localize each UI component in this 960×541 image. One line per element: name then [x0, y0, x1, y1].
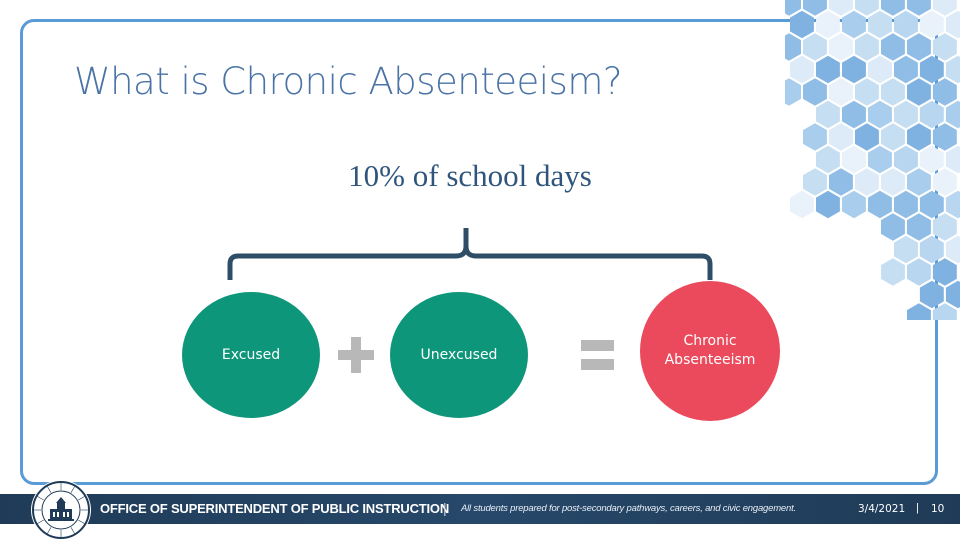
hexagon-tile	[881, 123, 905, 151]
hexagon-tile	[907, 33, 931, 61]
hexagon-tile	[894, 145, 918, 174]
hexagon-tile	[868, 55, 892, 84]
hexagon-tile	[907, 0, 931, 16]
hexagon-tile	[855, 168, 879, 196]
hexagon-tile	[855, 33, 879, 61]
hexagon-tile	[842, 190, 866, 219]
slide-title: What is Chronic Absenteeism?	[74, 60, 623, 103]
hexagon-tile	[932, 168, 957, 196]
unexcused-label: Unexcused	[420, 346, 498, 363]
chronic-absenteeism-label: Chronic Absenteeism	[664, 333, 756, 368]
hexagon-tile	[790, 190, 814, 219]
hexagon-tile	[894, 100, 918, 129]
hexagon-tile	[855, 123, 879, 151]
hexagon-tile	[868, 100, 892, 129]
hexagon-tile	[829, 33, 853, 61]
hexagon-tile	[855, 0, 879, 16]
hexagon-tile	[816, 100, 840, 129]
hexagon-tile	[881, 213, 905, 241]
hexagon-tile	[945, 100, 960, 129]
hexagon-tile	[785, 78, 801, 106]
hexagon-tile	[829, 123, 853, 151]
hexagon-tile	[907, 168, 931, 196]
hexagon-tile	[868, 145, 892, 174]
hexagon-tile	[790, 55, 814, 84]
hexagon-tile	[816, 145, 840, 174]
hexagon-tile	[842, 100, 866, 129]
hexagon-tile	[816, 55, 840, 84]
hexagon-tile	[829, 78, 853, 106]
hexagon-tile	[932, 0, 957, 16]
hexagon-tile	[868, 190, 892, 219]
slide-page-number: 10	[931, 503, 945, 515]
hexagon-tile	[829, 0, 853, 16]
slide-subtitle: 10% of school days	[348, 158, 592, 193]
hexagon-tile	[945, 280, 960, 309]
hexagon-tile	[907, 78, 931, 106]
hexagon-tile	[785, 33, 801, 61]
chronic-absenteeism-circle: Chronic Absenteeism	[640, 281, 780, 421]
footer-tagline: All students prepared for post-secondary…	[461, 503, 796, 514]
hexagon-tile	[932, 123, 957, 151]
hexagon-tile	[842, 145, 866, 174]
footer-separator: |	[443, 500, 447, 516]
hexagon-tile	[907, 213, 931, 241]
hexagon-tile	[894, 55, 918, 84]
hexagon-tile	[894, 10, 918, 39]
hexagon-tile	[816, 10, 840, 39]
slide-date: 3/4/2021	[858, 503, 906, 515]
excused-label: Excused	[221, 346, 281, 363]
hexagon-tile	[932, 33, 957, 61]
footer-organization-name: OFFICE OF SUPERINTENDENT OF PUBLIC INSTR…	[100, 501, 450, 516]
hexagon-tile	[816, 190, 840, 219]
hexagon-tile	[919, 145, 944, 174]
ospi-seal-icon	[31, 480, 91, 540]
hexagon-tile	[842, 55, 866, 84]
hexagon-tile	[881, 168, 905, 196]
plus-icon	[338, 337, 374, 373]
unexcused-circle: Unexcused	[390, 292, 528, 418]
hexagon-tile	[945, 235, 960, 264]
hexagon-tile	[894, 190, 918, 219]
hexagon-tile	[881, 258, 905, 286]
hexagon-tile	[945, 10, 960, 39]
hexagon-tile	[803, 33, 827, 61]
hexagon-tile	[919, 100, 944, 129]
footer-date-separator: |	[916, 502, 919, 514]
hexagon-tile	[945, 145, 960, 174]
hexagon-tile	[855, 78, 879, 106]
hexagon-tile	[932, 258, 957, 286]
hexagon-tile	[919, 10, 944, 39]
hexagon-tile	[907, 258, 931, 286]
hexagon-tile	[932, 303, 957, 320]
hexagon-tile	[894, 235, 918, 264]
hexagon-tile	[932, 78, 957, 106]
hexagon-tile	[881, 0, 905, 16]
hexagon-tile	[907, 303, 931, 320]
hexagon-tile	[932, 213, 957, 241]
hexagon-tile	[868, 10, 892, 39]
hexagon-tile	[790, 10, 814, 39]
hexagon-tile	[919, 55, 944, 84]
hexagon-tile	[945, 55, 960, 84]
hexagon-tile	[907, 123, 931, 151]
excused-circle: Excused	[182, 292, 320, 418]
hexagon-tile	[842, 10, 866, 39]
hexagon-tile	[881, 33, 905, 61]
hexagon-tile	[919, 235, 944, 264]
hexagon-tile	[881, 78, 905, 106]
hexagon-tile	[945, 190, 960, 219]
curly-brace	[227, 228, 713, 280]
footer-bar	[0, 494, 960, 524]
hexagon-tile	[919, 190, 944, 219]
equals-icon	[581, 340, 614, 370]
hexagon-tile	[803, 123, 827, 151]
hexagon-tile	[829, 168, 853, 196]
hexagon-tile	[803, 168, 827, 196]
hexagon-tile	[803, 0, 827, 16]
hexagon-tile	[803, 78, 827, 106]
hexagon-tile	[919, 280, 944, 309]
hexagon-pattern	[785, 0, 960, 320]
hexagon-tile	[785, 0, 801, 16]
